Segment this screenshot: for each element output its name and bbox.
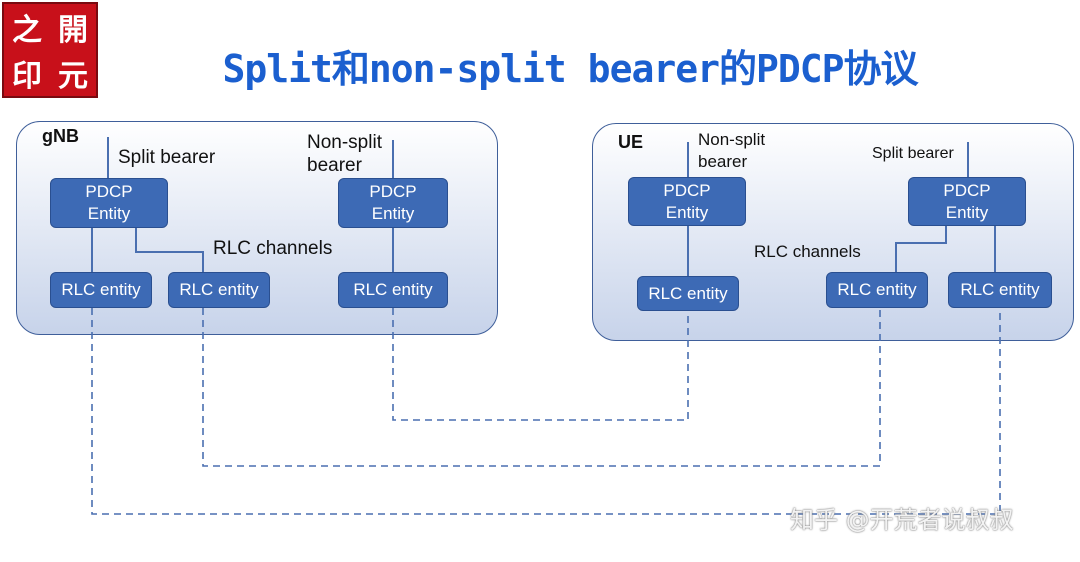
ue-label: UE: [618, 132, 644, 152]
box-line: Entity: [87, 204, 131, 223]
ue-pdcp-entity-nonsplit: PDCP Entity: [628, 177, 746, 226]
gnb-rlc-channels-label: RLC channels: [213, 238, 333, 259]
stamp-char: 之: [12, 13, 42, 48]
page-title: Split和non-split bearer的PDCP协议: [222, 47, 919, 91]
ue-pdcp-entity-split: PDCP Entity: [908, 177, 1026, 226]
box-line: RLC entity: [61, 280, 141, 299]
ue-rlc-entity-3: RLC entity: [948, 272, 1052, 308]
ue-rlc-entity-2: RLC entity: [826, 272, 928, 308]
dashed-link-split-b: [91, 308, 1001, 515]
stamp-char: 印: [12, 59, 42, 94]
box-line: PDCP: [85, 182, 133, 201]
ue-pdcp-rlc2-line: [895, 226, 947, 272]
label-line: bearer: [698, 152, 748, 171]
gnb-rlc-entity-1: RLC entity: [50, 272, 152, 308]
gnb-label: gNB: [42, 126, 79, 146]
gnb-pdcp-rlc2-line: [135, 228, 204, 272]
box-line: Entity: [945, 202, 989, 222]
gnb-pdcp-entity-nonsplit: PDCP Entity: [338, 178, 448, 228]
ue-rlc-channels-label: RLC channels: [754, 242, 861, 261]
gnb-split-bearer-label: Split bearer: [118, 147, 216, 168]
dashed-link-nonsplit: [392, 308, 689, 421]
dashed-link-split-a: [202, 308, 881, 467]
box-line: Entity: [371, 204, 415, 223]
box-line: RLC entity: [179, 280, 259, 299]
label-line: bearer: [307, 155, 362, 176]
box-line: RLC entity: [960, 280, 1040, 299]
gnb-pdcp-entity-split: PDCP Entity: [50, 178, 168, 228]
box-line: PDCP: [663, 180, 711, 200]
gnb-rlc-entity-3: RLC entity: [338, 272, 448, 308]
box-line: PDCP: [369, 182, 417, 201]
logo-stamp: 之 開 印 元: [2, 2, 98, 98]
label-line: Non-split: [698, 130, 766, 149]
ue-nonsplit-bearer-label: Non-split bearer: [698, 129, 765, 173]
box-line: Entity: [665, 202, 709, 222]
stamp-char: 元: [58, 59, 88, 94]
box-line: RLC entity: [648, 283, 728, 303]
box-line: PDCP: [943, 180, 991, 200]
box-line: RLC entity: [837, 280, 917, 299]
ue-rlc-entity-1: RLC entity: [637, 276, 739, 311]
watermark: 知乎 @开荒者说叔叔: [790, 506, 1014, 534]
label-line: Non-split: [307, 132, 382, 153]
ue-split-bearer-label: Split bearer: [872, 145, 954, 162]
gnb-rlc-entity-2: RLC entity: [168, 272, 270, 308]
stamp-char: 開: [58, 13, 88, 48]
gnb-nonsplit-bearer-label: Non-split bearer: [307, 131, 382, 177]
box-line: RLC entity: [353, 280, 433, 299]
